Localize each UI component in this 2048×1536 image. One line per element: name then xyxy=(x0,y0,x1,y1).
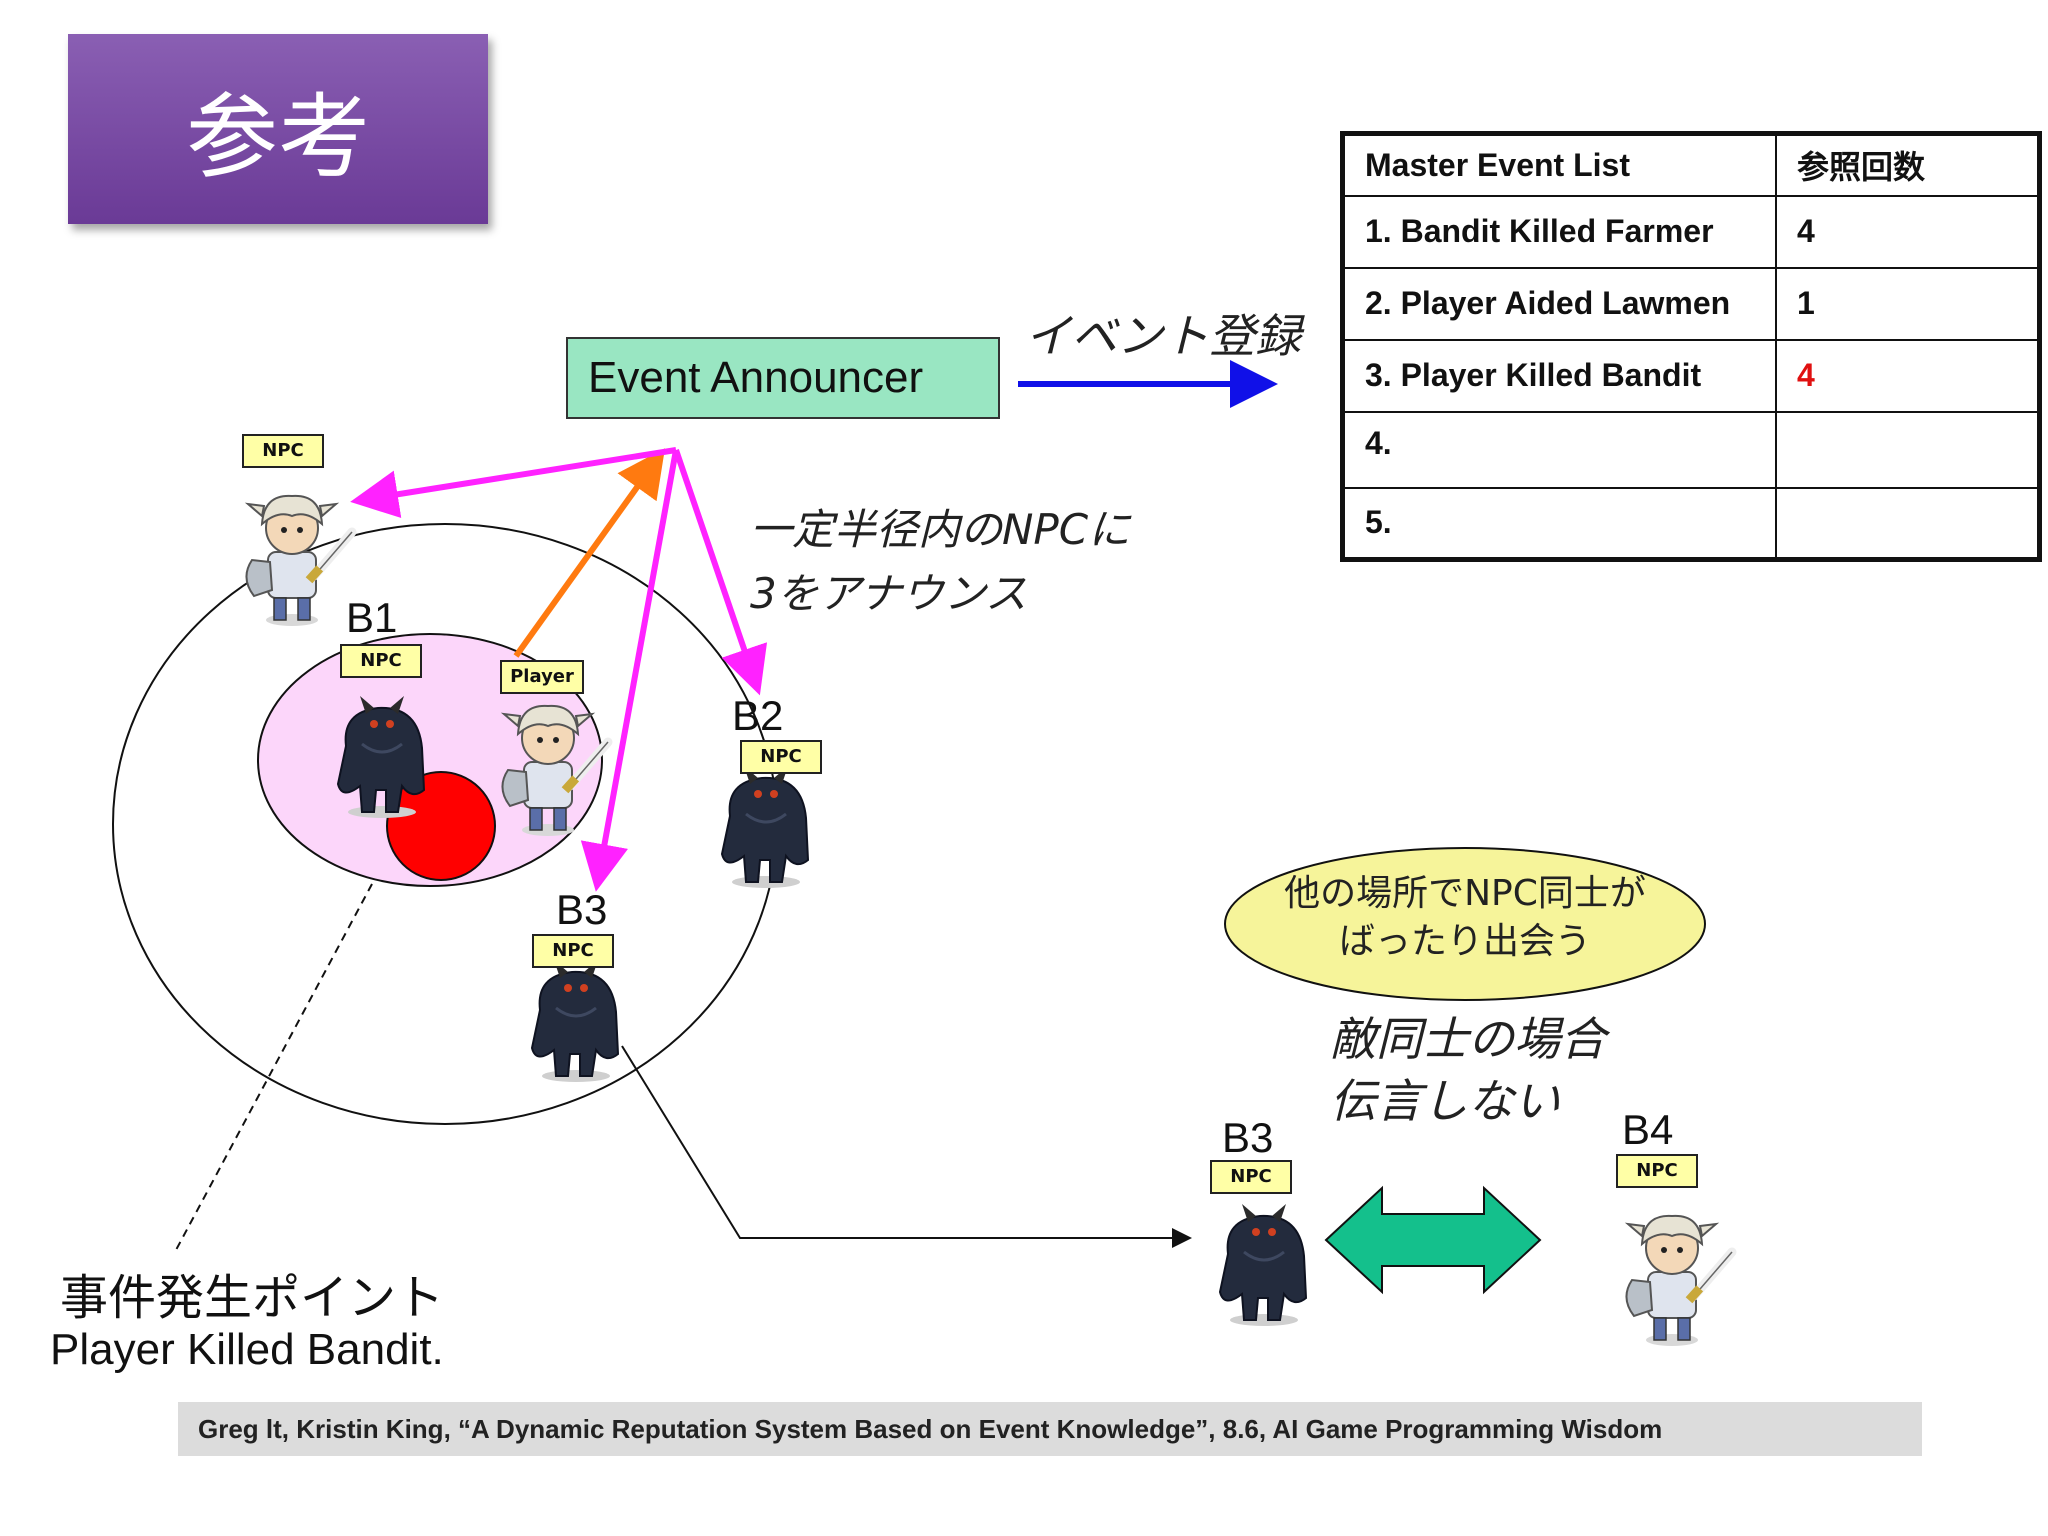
table-header-row: Master Event List 参照回数 xyxy=(1341,132,2041,197)
b2-bandit-sprite xyxy=(720,764,810,890)
announce-arrow-b2 xyxy=(673,449,768,696)
event-cell: 2. Player Aided Lawmen xyxy=(1341,266,1777,341)
incident-caption-jp: 事件発生ポイント xyxy=(60,1270,445,1326)
npc-tag: NPC xyxy=(242,434,324,468)
incident-point xyxy=(386,771,496,881)
event-cell: 5. xyxy=(1341,486,1777,561)
citation-bar: Greg lt, Kristin King, “A Dynamic Reputa… xyxy=(178,1402,1922,1456)
npc-knight-sprite xyxy=(246,496,352,626)
bubble-text: 他の場所でNPC同士が ばったり出会う xyxy=(1230,870,1700,966)
slide-title: 参考 xyxy=(185,83,370,191)
master-event-table: Master Event List 参照回数 1. Bandit Killed … xyxy=(1340,131,2042,562)
announce-arrow-npc xyxy=(350,447,677,519)
b3-meet-npc-tag: NPC xyxy=(1210,1160,1292,1194)
table-row: 1. Bandit Killed Farmer 4 xyxy=(1341,194,2041,269)
count-cell-highlight: 4 xyxy=(1775,338,2041,413)
b3-label: B3 xyxy=(556,886,608,933)
enemy-caption-line: 伝言しない xyxy=(1330,1074,1560,1128)
b3-npc-tag: NPC xyxy=(532,934,614,968)
incident-pointer-line xyxy=(175,883,373,1251)
bubble-line: ばったり出会う xyxy=(1338,921,1591,962)
count-cell: 1 xyxy=(1775,266,2041,341)
b3-meet-label: B3 xyxy=(1222,1114,1274,1161)
exchange-arrow-icon xyxy=(1324,1185,1542,1295)
event-register-label: イベント登録 xyxy=(1025,309,1301,363)
event-cell: 1. Bandit Killed Farmer xyxy=(1341,194,1777,269)
b4-npc-tag: NPC xyxy=(1616,1154,1698,1188)
title-box: 参考 xyxy=(68,34,488,224)
table-header-event: Master Event List xyxy=(1341,132,1777,197)
player-tag: Player xyxy=(500,660,584,694)
speech-bubble xyxy=(1224,847,1706,1001)
table-row: 3. Player Killed Bandit 4 xyxy=(1341,338,2041,413)
b4-knight-sprite xyxy=(1626,1216,1732,1346)
b3-meet-bandit-sprite xyxy=(1218,1202,1308,1328)
enemy-caption-line: 敵同士の場合 xyxy=(1330,1012,1606,1066)
incident-caption-en: Player Killed Bandit. xyxy=(50,1325,444,1374)
event-announcer-box: Event Announcer xyxy=(566,337,1000,419)
citation-text: Greg lt, Kristin King, “A Dynamic Reputa… xyxy=(198,1413,1663,1444)
announce-arrow-b3 xyxy=(580,449,679,892)
incident-area xyxy=(257,633,603,887)
announce-caption-line: 3をアナウンス xyxy=(750,569,1028,618)
b1-label: B1 xyxy=(346,594,398,641)
b4-label: B4 xyxy=(1622,1106,1674,1153)
table-row: 5. xyxy=(1341,486,2041,561)
b2-npc-tag: NPC xyxy=(740,740,822,774)
player-report-arrow xyxy=(513,448,665,658)
announce-caption-line: 一定半径内のNPCに xyxy=(750,505,1131,554)
b3-bandit-sprite xyxy=(530,958,620,1084)
table-row: 2. Player Aided Lawmen 1 xyxy=(1341,266,2041,341)
table-row: 4. xyxy=(1341,410,2041,489)
event-cell: 3. Player Killed Bandit xyxy=(1341,338,1777,413)
event-cell: 4. xyxy=(1341,410,1777,489)
count-cell xyxy=(1775,486,2041,561)
enemy-caption: 敵同士の場合 伝言しない xyxy=(1330,1008,1606,1132)
count-cell xyxy=(1775,410,2041,489)
b1-npc-tag: NPC xyxy=(340,644,422,678)
announce-caption: 一定半径内のNPCに 3をアナウンス xyxy=(750,498,1130,626)
count-cell: 4 xyxy=(1775,194,2041,269)
b2-label: B2 xyxy=(732,692,784,739)
bubble-line: 他の場所でNPC同士が xyxy=(1284,873,1646,914)
table-header-count: 参照回数 xyxy=(1775,132,2041,197)
b3-travel-path xyxy=(621,1045,1192,1248)
